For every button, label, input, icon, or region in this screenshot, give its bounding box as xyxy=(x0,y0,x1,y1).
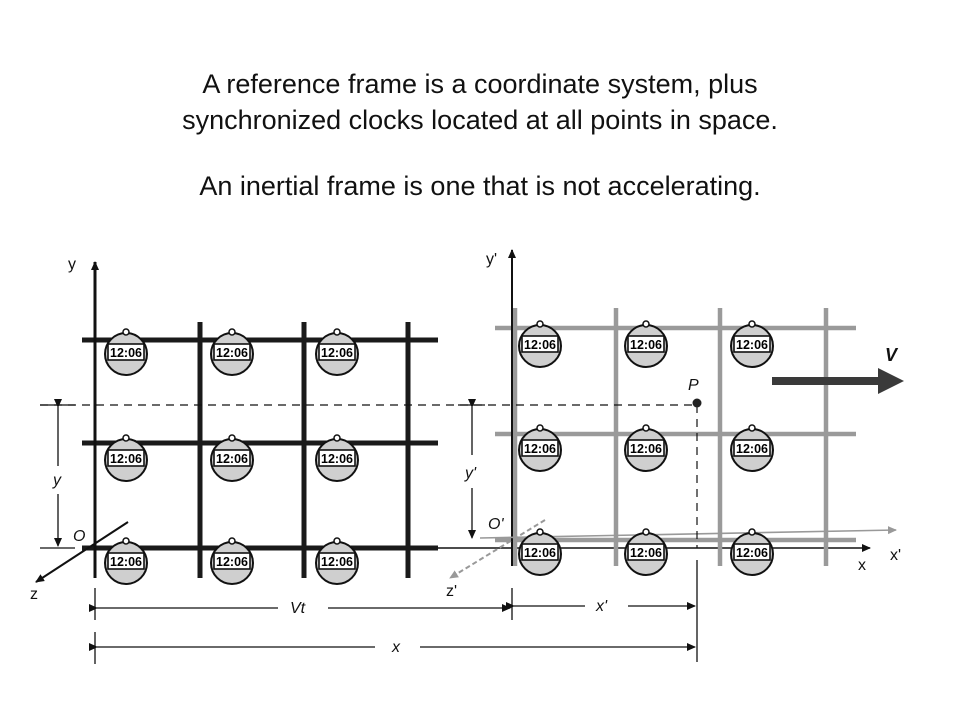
y-dimension-label: y xyxy=(52,472,62,489)
clock: 12:06 xyxy=(104,537,148,585)
clock: 12:06 xyxy=(518,528,562,576)
clock: 12:06 xyxy=(624,320,668,368)
clock: 12:06 xyxy=(518,424,562,472)
clock: 12:06 xyxy=(730,528,774,576)
clock: 12:06 xyxy=(315,537,359,585)
point-p-label: P xyxy=(688,377,699,394)
dimension-lines xyxy=(40,399,698,664)
clock-time: 12:06 xyxy=(216,555,248,569)
diagram-labels: y y' x x' z z' O O' P V y y' Vt x' x xyxy=(30,251,901,656)
clock-group: 12:06 12:06 12:06 12:06 12:06 12:06 12:06 12:06… xyxy=(104,320,774,585)
clock: 12:06 xyxy=(624,424,668,472)
z-prime-axis-label: z' xyxy=(446,583,457,600)
frame-s-prime-grid xyxy=(449,249,897,579)
clock-time: 12:06 xyxy=(736,442,768,456)
clock-time: 12:06 xyxy=(216,346,248,360)
z-prime-axis xyxy=(449,519,546,579)
velocity-label: V xyxy=(885,345,899,365)
clock-time: 12:06 xyxy=(110,452,142,466)
clock: 12:06 xyxy=(315,434,359,482)
clock: 12:06 xyxy=(210,537,254,585)
clock-time: 12:06 xyxy=(736,338,768,352)
clock-time: 12:06 xyxy=(216,452,248,466)
clock-time: 12:06 xyxy=(321,452,353,466)
clock: 12:06 xyxy=(730,424,774,472)
x-axis-label: x xyxy=(858,557,866,574)
clock: 12:06 xyxy=(730,320,774,368)
clock: 12:06 xyxy=(210,328,254,376)
vt-dimension-label: Vt xyxy=(290,600,306,617)
heading: A reference frame is a coordinate system… xyxy=(0,66,960,204)
clock-time: 12:06 xyxy=(524,442,556,456)
clock-time: 12:06 xyxy=(736,546,768,560)
clock: 12:06 xyxy=(104,328,148,376)
x-prime-dimension-label: x' xyxy=(595,598,608,615)
clock-time: 12:06 xyxy=(110,555,142,569)
x-prime-axis-label: x' xyxy=(890,547,901,564)
point-p-marker xyxy=(692,398,702,408)
z-axis xyxy=(35,521,129,583)
clock: 12:06 xyxy=(624,528,668,576)
y-prime-axis-label: y' xyxy=(486,251,497,268)
origin-prime-label: O' xyxy=(488,516,504,533)
clock-time: 12:06 xyxy=(630,338,662,352)
y-prime-dimension-label: y' xyxy=(464,465,477,482)
clock: 12:06 xyxy=(518,320,562,368)
heading-line-1: A reference frame is a coordinate system… xyxy=(202,69,758,99)
clock-time: 12:06 xyxy=(630,442,662,456)
clock-time: 12:06 xyxy=(321,346,353,360)
heading-line-3: An inertial frame is one that is not acc… xyxy=(199,171,761,201)
origin-label: O xyxy=(73,528,85,545)
velocity-arrow xyxy=(772,368,904,394)
clock-time: 12:06 xyxy=(110,346,142,360)
x-dimension-label: x xyxy=(391,639,401,656)
z-axis-label: z xyxy=(30,586,38,603)
point-p-guides xyxy=(40,404,698,548)
clock: 12:06 xyxy=(315,328,359,376)
y-axis-label: y xyxy=(68,256,76,273)
clock: 12:06 xyxy=(104,434,148,482)
clock-time: 12:06 xyxy=(524,338,556,352)
clock-time: 12:06 xyxy=(630,546,662,560)
clock-time: 12:06 xyxy=(524,546,556,560)
heading-line-2: synchronized clocks located at all point… xyxy=(182,105,778,135)
clock-time: 12:06 xyxy=(321,555,353,569)
clock: 12:06 xyxy=(210,434,254,482)
